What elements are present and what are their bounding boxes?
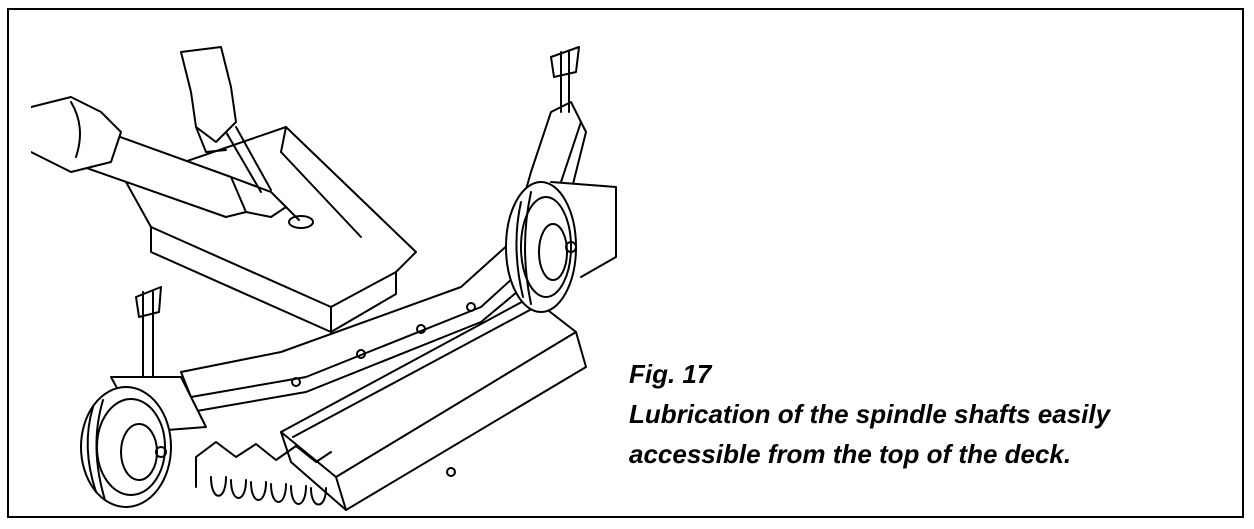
spindle-rods — [195, 441, 332, 506]
figure-label: Fig. 17 — [629, 359, 712, 389]
roller-housing — [280, 296, 587, 511]
hand-left — [31, 96, 122, 173]
figure-caption: Fig. 17 Lubrication of the spindle shaft… — [629, 354, 1239, 474]
rear-wheel — [505, 46, 617, 313]
housing-bolt — [446, 467, 456, 477]
frame-bar — [180, 101, 587, 413]
front-wheel — [80, 286, 207, 508]
figure-frame: Fig. 17 Lubrication of the spindle shaft… — [7, 8, 1244, 518]
hand-top — [180, 46, 237, 153]
mower-deck-illustration — [31, 46, 617, 511]
caption-line-2: accessible from the top of the deck. — [629, 439, 1072, 469]
caption-line-1: Lubrication of the spindle shafts easily — [629, 399, 1111, 429]
